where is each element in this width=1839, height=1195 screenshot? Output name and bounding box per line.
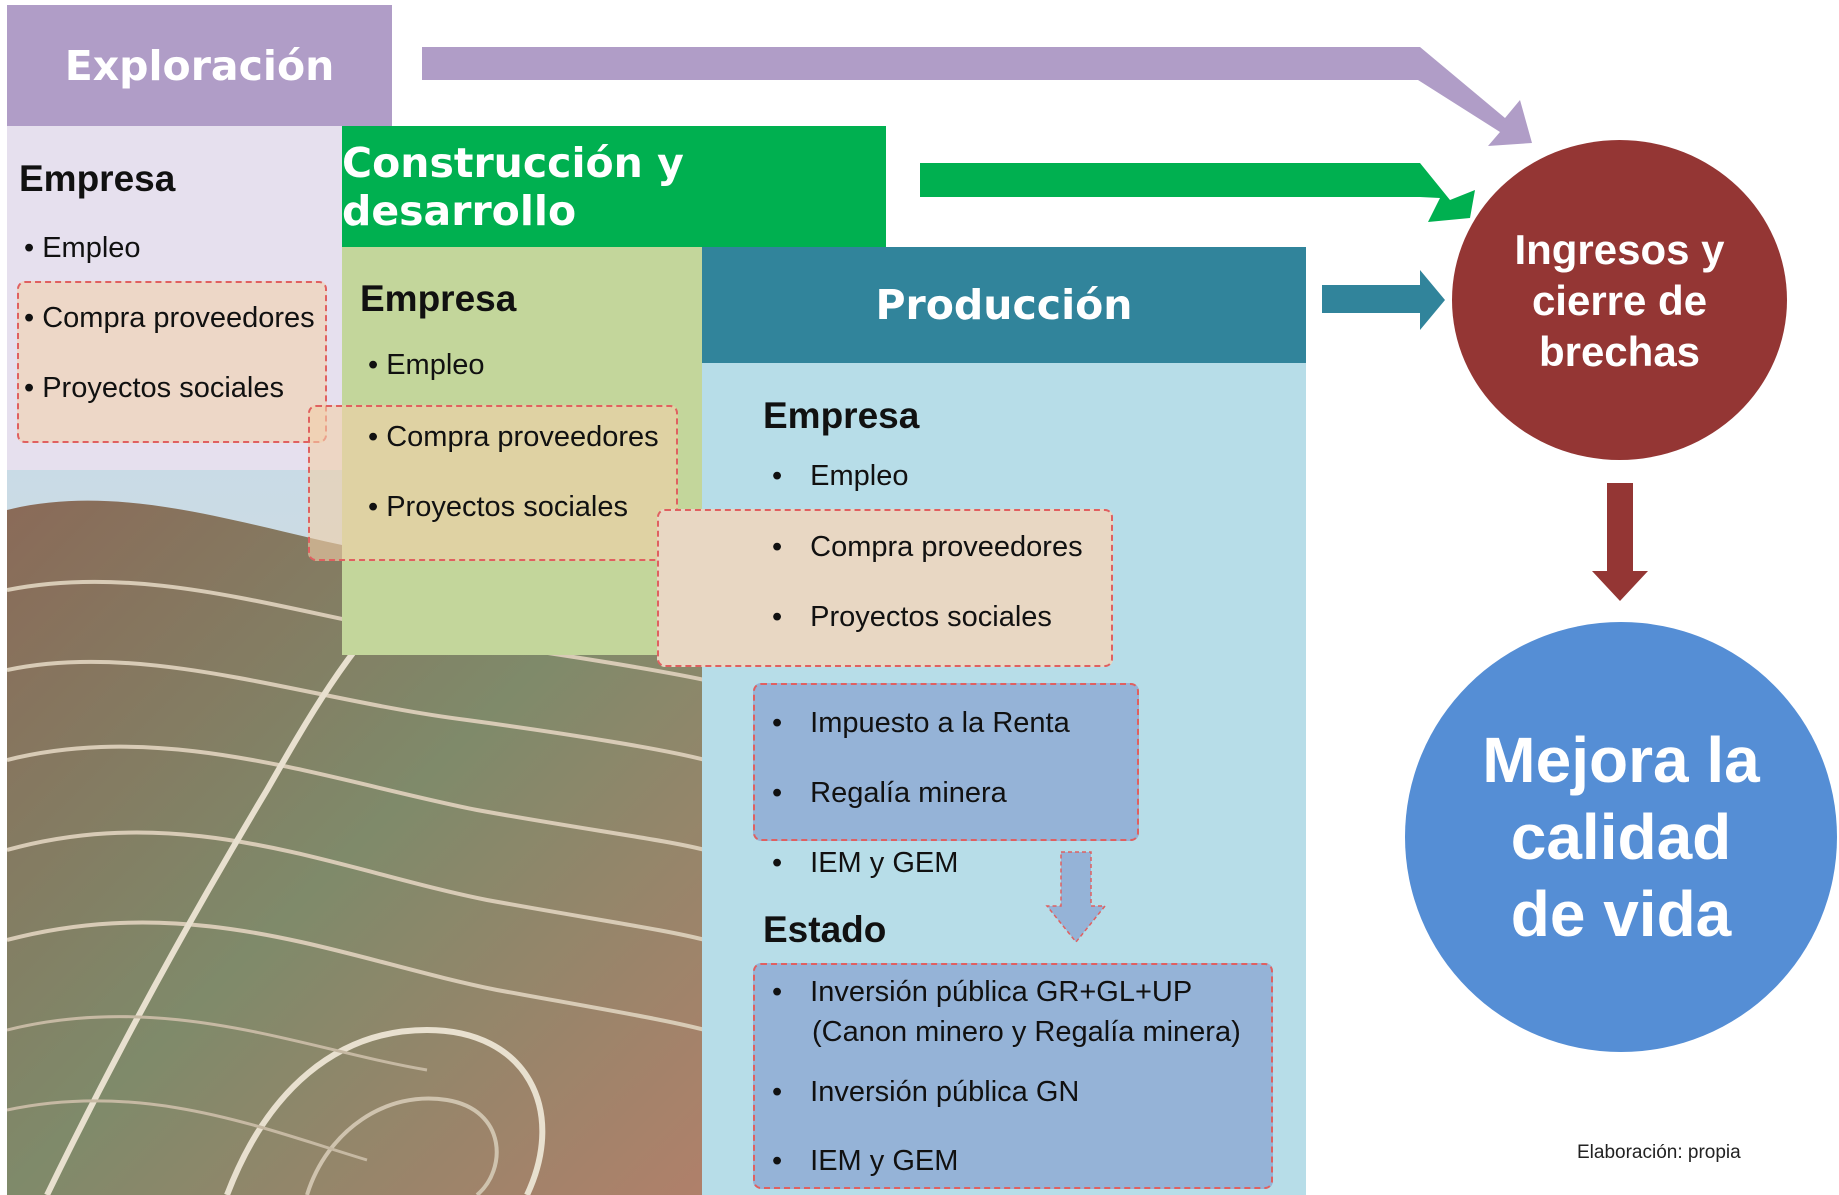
produccion-item-regalia: • Regalía minera [772,777,1007,810]
exploracion-empresa-title: Empresa [19,158,176,199]
exploracion-title: Exploración [64,41,335,90]
exploracion-item-compra: • Compra proveedores [24,302,315,335]
bullet: • [772,531,783,563]
estado-item-inversion-regional: • Inversión pública GR+GL+UP [772,976,1192,1009]
produccion-item-iem: • IEM y GEM [772,847,958,880]
item-text: Inversión pública GN [810,1076,1080,1108]
item-text: Compra proveedores [386,421,659,453]
estado-item-iem: • IEM y GEM [772,1145,958,1178]
bullet: • [368,421,379,453]
exploracion-item-empleo: • Empleo [24,232,141,265]
mejora-line3: de vida [1510,877,1732,950]
estado-title: Estado [763,909,887,950]
produccion-empresa-title: Empresa [763,395,920,436]
exploracion-header: Exploración [7,5,392,126]
construccion-item-compra: • Compra proveedores [368,421,659,454]
produccion-title: Producción [875,281,1133,329]
estado-item-canon: (Canon minero y Regalía minera) [812,1016,1241,1049]
construccion-item-proyectos: • Proyectos sociales [368,491,628,524]
estado-item-inversion-gn: • Inversión pública GN [772,1076,1079,1109]
bullet: • [368,349,379,381]
bullet: • [24,232,35,264]
item-text: Empleo [42,232,141,264]
bullet: • [772,976,783,1008]
item-text: Proyectos sociales [42,372,284,404]
ingresos-line3: brechas [1538,327,1701,375]
item-text: (Canon minero y Regalía minera) [812,1016,1241,1048]
estado-highlight [753,963,1273,1189]
bullet: • [772,1145,783,1177]
down-arrow-small [1045,851,1107,944]
mejora-circle: Mejora la calidad de vida [1405,622,1837,1052]
item-text: IEM y GEM [810,847,959,879]
produccion-item-impuesto: • Impuesto a la Renta [772,707,1070,740]
bullet: • [772,777,783,809]
produccion-header: Producción [702,247,1306,363]
credit-text: Elaboración: propia [1577,1142,1741,1163]
mejora-line1: Mejora la [1482,723,1760,796]
exploracion-highlight [17,281,327,443]
item-text: Inversión pública GR+GL+UP [810,976,1193,1008]
produccion-item-compra: • Compra proveedores [772,531,1083,564]
produccion-highlight-impuestos [753,683,1139,841]
item-text: IEM y GEM [810,1145,959,1177]
item-text: Regalía minera [810,777,1007,809]
item-text: Empleo [386,349,485,381]
item-text: Proyectos sociales [810,601,1052,633]
bullet: • [772,847,783,879]
construccion-empresa-title: Empresa [360,278,517,319]
bullet: • [368,491,379,523]
exploracion-item-proyectos: • Proyectos sociales [24,372,284,405]
ingresos-line2: cierre de [1531,276,1708,324]
bullet: • [772,601,783,633]
item-text: Compra proveedores [42,302,315,334]
ingresos-circle: Ingresos y cierre de brechas [1452,140,1787,460]
produccion-item-empleo: • Empleo [772,460,908,493]
item-text: Impuesto a la Renta [810,707,1070,739]
bullet: • [24,372,35,404]
bullet: • [772,460,783,492]
produccion-highlight-peach [657,509,1113,667]
ingresos-line1: Ingresos y [1514,225,1725,273]
bullet: • [772,707,783,739]
construccion-highlight [308,405,678,561]
item-text: Compra proveedores [810,531,1083,563]
bullet: • [772,1076,783,1108]
item-text: Empleo [810,460,909,492]
item-text: Proyectos sociales [386,491,628,523]
construccion-header: Construcción y desarrollo [342,126,886,247]
down-arrow-ingresos-mejora [1592,483,1648,601]
construccion-title: Construcción y desarrollo [342,138,684,235]
produccion-item-proyectos: • Proyectos sociales [772,601,1052,634]
mejora-line2: calidad [1510,800,1732,873]
bullet: • [24,302,35,334]
construccion-item-empleo: • Empleo [368,349,485,382]
